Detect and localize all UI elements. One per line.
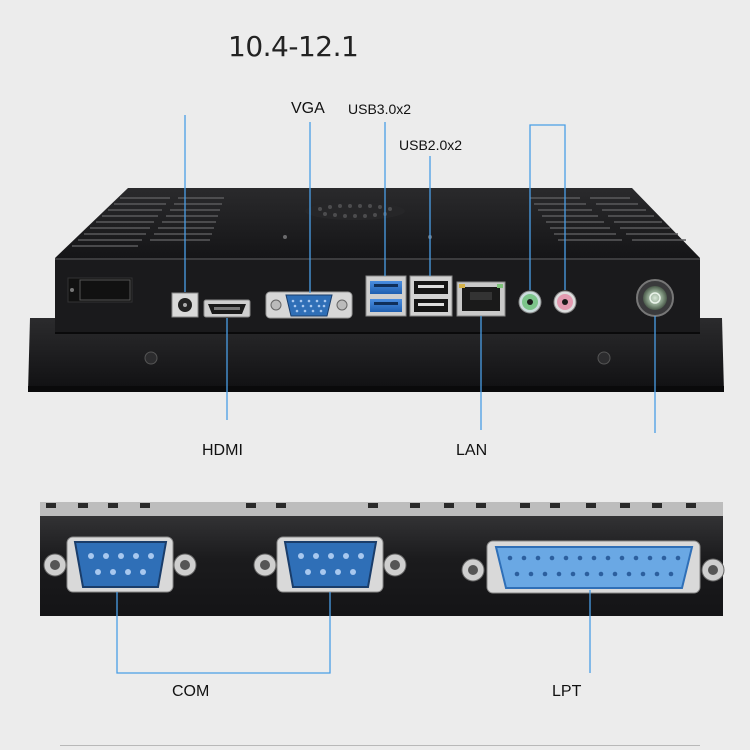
hdmi-port [203, 299, 251, 318]
usb2-label: USB2.0x2 [399, 137, 463, 153]
mic-in-jack [553, 290, 577, 314]
audio-out-jack [518, 290, 542, 314]
leader-lines [116, 115, 656, 674]
usb3-ports [365, 275, 407, 317]
io-strip-closeup [40, 502, 725, 616]
lpt-port [461, 540, 725, 594]
com-port-2 [253, 536, 407, 593]
usb3-label: USB3.0x2 [348, 101, 412, 117]
usb2-ports [409, 275, 453, 317]
com-port-1 [43, 536, 197, 593]
panel-pc-rear [28, 188, 724, 392]
dc-power-jack [171, 292, 199, 318]
lan-label: LAN [456, 442, 488, 459]
lpt-label: LPT [552, 683, 582, 700]
vga-label: VGA [291, 100, 325, 117]
hdmi-label: HDMI [202, 442, 243, 459]
bottom-divider [60, 745, 700, 746]
vga-port [265, 291, 353, 319]
size-title: 10.4-12.1 [228, 30, 359, 63]
com-label: COM [172, 683, 210, 700]
lan-port [456, 281, 506, 317]
power-button [636, 279, 674, 317]
